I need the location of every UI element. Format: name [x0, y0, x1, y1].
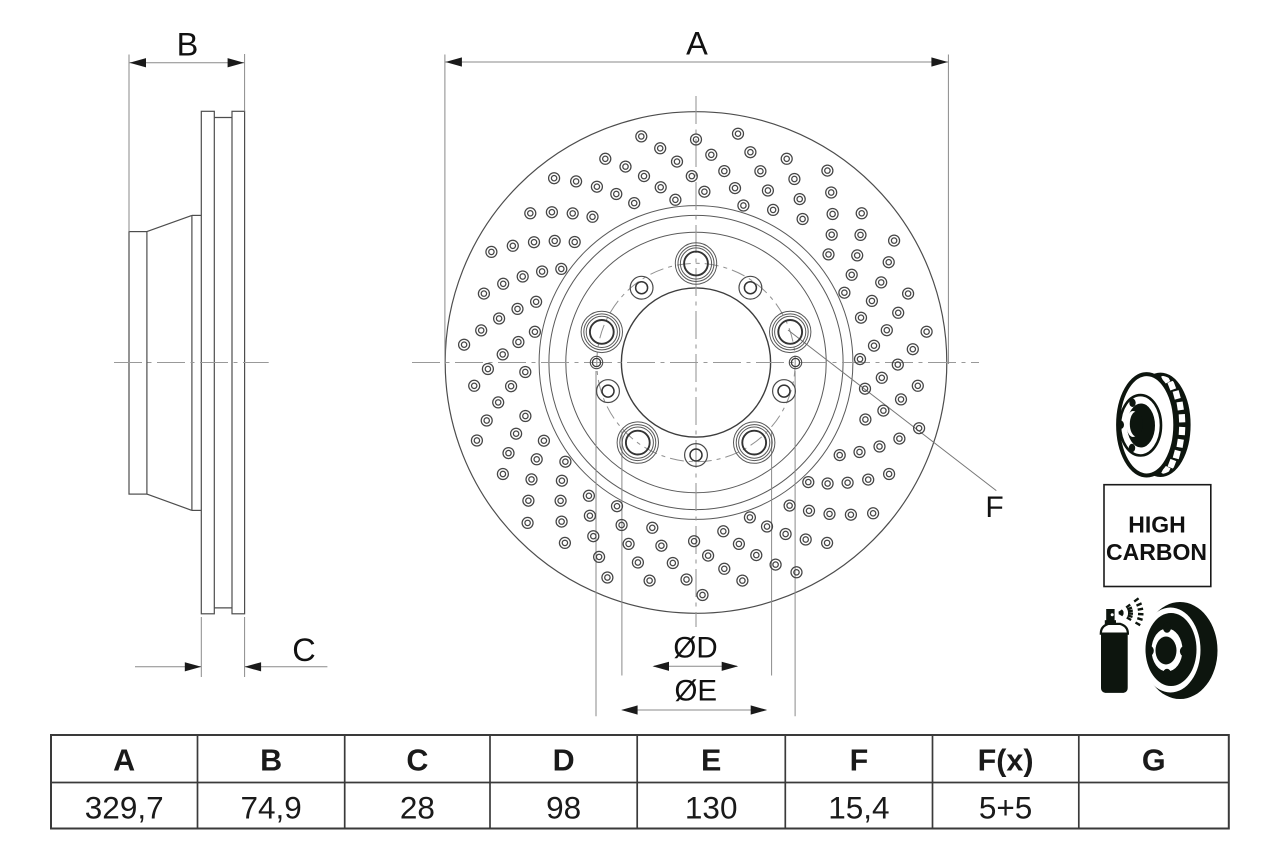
svg-text:B: B: [260, 744, 282, 778]
svg-text:E: E: [701, 744, 721, 778]
svg-text:A: A: [113, 744, 135, 778]
svg-text:F: F: [985, 491, 1003, 524]
svg-text:130: 130: [685, 790, 738, 826]
svg-text:74,9: 74,9: [240, 790, 301, 826]
svg-text:28: 28: [400, 790, 435, 826]
svg-text:CARBON: CARBON: [1106, 539, 1207, 565]
svg-text:F(x): F(x): [978, 744, 1034, 778]
svg-text:C: C: [292, 632, 315, 668]
svg-text:329,7: 329,7: [85, 790, 164, 826]
svg-text:5+5: 5+5: [979, 790, 1032, 826]
svg-text:15,4: 15,4: [828, 790, 889, 826]
svg-text:ØE: ØE: [674, 675, 717, 708]
svg-text:C: C: [406, 744, 428, 778]
svg-text:B: B: [177, 27, 199, 63]
svg-text:F: F: [850, 744, 869, 778]
svg-text:G: G: [1142, 744, 1166, 778]
svg-text:HIGH: HIGH: [1128, 511, 1186, 537]
svg-text:D: D: [553, 744, 575, 778]
svg-text:A: A: [686, 26, 708, 62]
svg-text:98: 98: [546, 790, 581, 826]
svg-text:ØD: ØD: [673, 632, 717, 665]
